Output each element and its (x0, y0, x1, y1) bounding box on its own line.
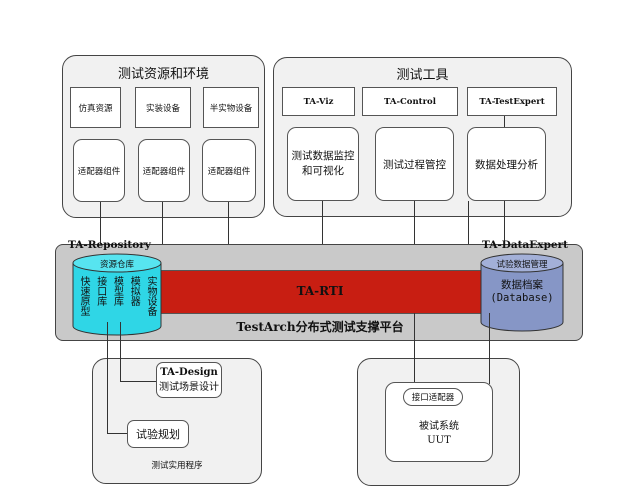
connector (100, 202, 101, 265)
connector (414, 313, 415, 384)
tool-name-taviz: TA-Viz (282, 87, 355, 116)
uut-name: 被试系统 UUT (385, 420, 493, 448)
repository-item: 模型库 (111, 276, 123, 306)
uut-name-line2: UUT (427, 435, 451, 446)
repository-columns: 快速原型 接口库 模型库 模拟器 实物设备 (78, 276, 156, 328)
tool-name-tatestexpert: TA-TestExpert (467, 87, 557, 116)
database-label-2: (Database) (490, 292, 554, 304)
repository-item: 快速原型 (78, 276, 89, 316)
connector (228, 202, 229, 265)
connector (107, 322, 108, 434)
plan-box: 试验规划 (127, 420, 189, 448)
connector (120, 322, 121, 382)
repository-title: 资源仓库 (99, 260, 134, 270)
resource-box-hil: 半实物设备 (203, 87, 259, 128)
database-label-1: 数据档案 (501, 279, 543, 291)
connector (504, 116, 505, 127)
adapter-component-1: 适配器组件 (73, 139, 125, 202)
interface-adapter: 接口适配器 (403, 388, 463, 406)
connector (489, 313, 490, 384)
tool-function-monitoring: 测试数据监控 和可视化 (287, 127, 359, 201)
platform-label: TestArch分布式测试支撑平台 (236, 320, 404, 334)
dataexpert-label: TA-DataExpert (482, 239, 568, 251)
resource-box-equipment: 实装设备 (135, 87, 191, 128)
connector (107, 433, 127, 434)
utilities-caption: 测试实用程序 (151, 461, 203, 471)
design-box: TA-Design 测试场景设计 (156, 362, 222, 398)
repository-item: 模拟器 (128, 276, 140, 306)
connector (414, 201, 415, 265)
tools-title: 测试工具 (396, 68, 449, 83)
repository-item: 实物设备 (145, 276, 156, 316)
connector (468, 201, 469, 265)
adapter-component-2: 适配器组件 (138, 139, 190, 202)
rti-bus (148, 270, 488, 314)
connector (120, 381, 156, 382)
connector (504, 201, 505, 257)
repository-item: 接口库 (94, 276, 106, 306)
adapter-component-3: 适配器组件 (202, 139, 256, 202)
tool-name-tacontrol: TA-Control (362, 87, 458, 116)
rti-label: TA-RTI (296, 284, 344, 298)
connector (322, 201, 323, 265)
repository-cylinder (72, 253, 162, 336)
repository-label: TA-Repository (68, 239, 151, 251)
tool-function-process-control: 测试过程管控 (375, 127, 454, 201)
uut-name-line1: 被试系统 (419, 421, 459, 432)
database-title: 试验数据管理 (496, 260, 548, 270)
tool-function-data-analysis: 数据处理分析 (467, 127, 546, 201)
connector (162, 202, 163, 265)
design-name: TA-Design (160, 367, 218, 378)
design-desc: 测试场景设计 (159, 382, 219, 393)
resources-title: 测试资源和环境 (117, 67, 209, 82)
resource-box-simulation: 仿真资源 (70, 87, 121, 128)
database-cylinder (480, 253, 564, 332)
